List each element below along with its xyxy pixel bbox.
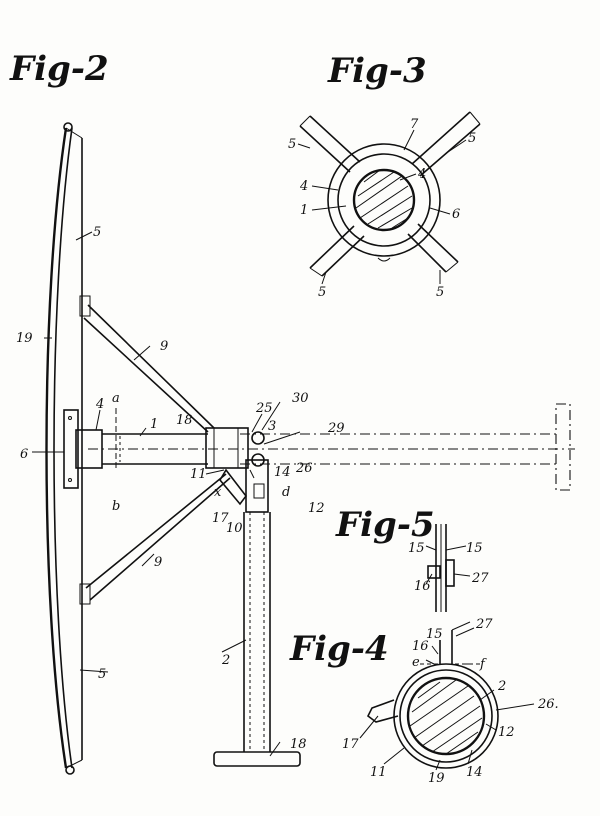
- fig2-drawing: Fig-2: [9, 49, 575, 775]
- fig2-label-2: 2: [221, 653, 230, 668]
- base-foot: [213, 751, 301, 767]
- fig4-title: Fig-4: [289, 629, 389, 669]
- fig3-spoke-sw: [309, 225, 365, 277]
- fig5-label-27: 27: [471, 571, 489, 586]
- fig3-title: Fig-3: [327, 51, 427, 91]
- fig2-label-d: d: [282, 485, 290, 500]
- fig4-label-2: 2: [497, 679, 506, 694]
- fig2-label-25: 25: [255, 401, 273, 416]
- collar-12: [245, 459, 269, 513]
- fig4-label-26: 26.: [537, 697, 559, 712]
- fig2-label-14-upper: 14: [274, 465, 291, 480]
- fig5-label-15-left: 15: [408, 541, 425, 556]
- top-eyelet: [63, 122, 73, 132]
- fig2-label-19: 19: [16, 331, 33, 346]
- fig2-label-9-lower: 9: [154, 555, 162, 570]
- fig3-drawing: Fig-3 5 7 5 4 4 1 6 5 5: [288, 51, 481, 300]
- fig5-label-16: 16: [414, 579, 431, 594]
- fig5-title: Fig-5: [335, 505, 435, 545]
- fig2-label-x: x: [214, 485, 222, 500]
- fig2-label-11: 11: [190, 467, 207, 482]
- arm-extension-dashed: [240, 433, 560, 465]
- fig4-mid-ring: [399, 669, 493, 763]
- fig3-hatching: [355, 169, 413, 229]
- fig3-spoke-nw: [299, 115, 361, 173]
- fig3-label-5-nw: 5: [288, 137, 296, 152]
- fig2-label-5-bottom: 5: [98, 667, 106, 682]
- fig5-label-15-right: 15: [466, 541, 483, 556]
- vertical-post: [243, 512, 271, 752]
- fig3-spoke-ne: [411, 111, 481, 177]
- fig2-label-3: 3: [268, 419, 276, 434]
- mirror-outer-edge: [45, 127, 68, 769]
- fig3-label-5-sw: 5: [318, 285, 326, 300]
- fig4-label-f: f: [479, 657, 487, 672]
- fig2-label-12: 12: [308, 501, 325, 516]
- fig4-lug: [366, 699, 399, 723]
- fig4-label-15: 15: [426, 627, 443, 642]
- hub-plate: [63, 409, 79, 489]
- upper-brace: [83, 304, 215, 433]
- fig4-label-27: 27: [475, 617, 493, 632]
- fig2-label-9-upper: 9: [160, 339, 168, 354]
- mirror-frame-ends: [65, 127, 83, 769]
- fig4-label-e: e: [412, 655, 420, 670]
- bottom-eyelet: [65, 765, 75, 775]
- fig4-outer-collar: [393, 663, 499, 769]
- fig4-drawing: Fig-4 15 27 16 e f 2 26. 17 12 11 19 14: [289, 617, 559, 786]
- fig3-label-6: 6: [452, 207, 460, 222]
- fig3-core: [352, 168, 416, 232]
- fig2-label-6: 6: [20, 447, 28, 462]
- fig2-label-b: b: [112, 499, 120, 514]
- fig2-title: Fig-2: [9, 49, 109, 89]
- fig4-tab: [439, 630, 453, 664]
- fig2-label-4: 4: [95, 397, 104, 412]
- fig4-label-12: 12: [498, 725, 515, 740]
- mirror-inner-edge: [53, 127, 73, 769]
- fig3-label-4-right: 4: [417, 167, 426, 182]
- fig2-label-30: 30: [292, 391, 309, 406]
- fig2-label-29: 29: [327, 421, 345, 436]
- arm-tube: [102, 433, 208, 465]
- fig3-outer-ring: [327, 143, 441, 257]
- fig4-label-19: 19: [428, 771, 445, 786]
- fig3-inner-ring: [337, 153, 431, 247]
- clamp-arm: [219, 468, 248, 506]
- fig5-tab: [445, 559, 455, 587]
- fig2-label-26: 26: [295, 461, 313, 476]
- fig3-label-5-ne: 5: [468, 131, 476, 146]
- fig4-hatching: [409, 679, 483, 755]
- fig2-label-10: 10: [226, 521, 243, 536]
- fig2-label-17: 17: [212, 511, 229, 526]
- fig5-drawing: Fig-5 15 15 16 27: [335, 505, 489, 612]
- fig3-spoke-se: [407, 223, 459, 273]
- arm-end-handle: [555, 403, 571, 491]
- fig2-label-1: 1: [150, 417, 158, 432]
- fig4-label-14: 14: [466, 765, 483, 780]
- fig3-label-7: 7: [410, 117, 419, 132]
- fig2-label-18-base: 18: [290, 737, 307, 752]
- pivot-3: [251, 431, 265, 445]
- joint-block: [205, 427, 249, 469]
- fig2-label-5-top: 5: [93, 225, 101, 240]
- fig4-label-16: 16: [412, 639, 429, 654]
- fig3-label-5-se: 5: [436, 285, 444, 300]
- fig3-label-4-left: 4: [299, 179, 308, 194]
- fig2-label-a: a: [112, 391, 120, 406]
- lower-brace: [85, 473, 231, 601]
- fig2-label-18: 18: [176, 413, 193, 428]
- fig4-label-17: 17: [342, 737, 359, 752]
- fig3-label-1: 1: [300, 203, 308, 218]
- fig5-lug: [427, 565, 441, 579]
- fig4-label-11: 11: [370, 765, 387, 780]
